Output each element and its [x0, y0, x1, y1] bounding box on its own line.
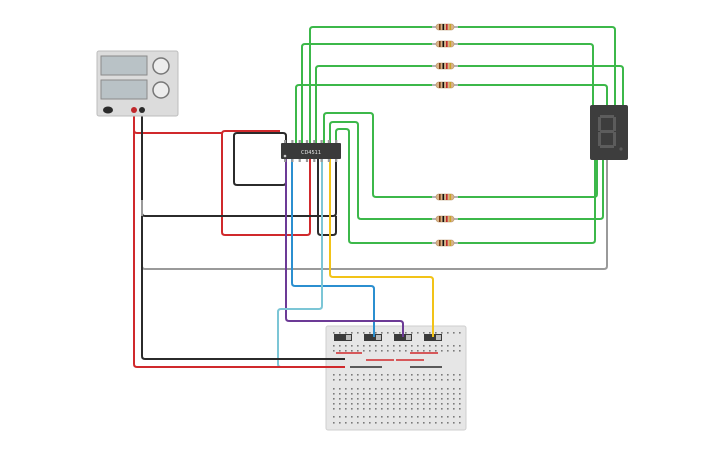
wire-green: [315, 65, 432, 143]
wire-green: [458, 160, 596, 244]
slide-switch[interactable]: [364, 334, 382, 341]
resistor[interactable]: [432, 23, 458, 31]
resistor[interactable]: [432, 193, 458, 201]
wire-purple: [285, 159, 404, 337]
wire-green: [458, 160, 604, 220]
slide-switch[interactable]: [424, 334, 442, 341]
wire-black: [141, 112, 337, 217]
ic-label: CD4511: [301, 150, 321, 156]
wire-gray: [141, 160, 608, 270]
wire-green: [458, 84, 608, 110]
wire-black: [233, 132, 287, 186]
current-knob[interactable]: [152, 81, 170, 99]
breadboard-holes: [333, 332, 461, 424]
power-supply[interactable]: [96, 50, 179, 117]
wire-green: [309, 26, 432, 143]
seven-segment-display[interactable]: [590, 105, 628, 160]
resistors: [432, 23, 458, 247]
wires: [133, 26, 624, 368]
wire-black: [317, 159, 337, 236]
ic-pins: [284, 140, 338, 162]
wire-green: [458, 43, 594, 110]
wire-green: [458, 160, 598, 198]
resistor[interactable]: [432, 81, 458, 89]
wire-red: [133, 112, 345, 368]
wire-green: [458, 65, 624, 156]
resistor[interactable]: [432, 40, 458, 48]
resistor[interactable]: [432, 215, 458, 223]
voltage-knob[interactable]: [152, 57, 170, 75]
resistor[interactable]: [432, 239, 458, 247]
display-segments: [598, 115, 623, 151]
wire-green: [458, 26, 616, 150]
current-display: [100, 79, 148, 100]
wire-yellow: [329, 159, 434, 337]
wire-green: [335, 128, 432, 244]
decoder-ic[interactable]: CD4511: [281, 140, 341, 162]
slide-switch[interactable]: [394, 334, 412, 341]
wire-black: [141, 216, 345, 360]
wire-red: [221, 130, 311, 236]
breadboard[interactable]: [325, 325, 467, 431]
wire-green: [301, 43, 432, 143]
resistor[interactable]: [432, 62, 458, 70]
wire-green: [329, 121, 432, 220]
slide-switch[interactable]: [334, 334, 352, 341]
negative-terminal: [139, 107, 145, 113]
power-button[interactable]: [103, 106, 113, 114]
positive-terminal: [131, 107, 137, 113]
wire-green: [323, 112, 432, 198]
wire-green: [295, 84, 432, 143]
wire-blue: [291, 159, 375, 337]
voltage-display: [100, 55, 148, 76]
